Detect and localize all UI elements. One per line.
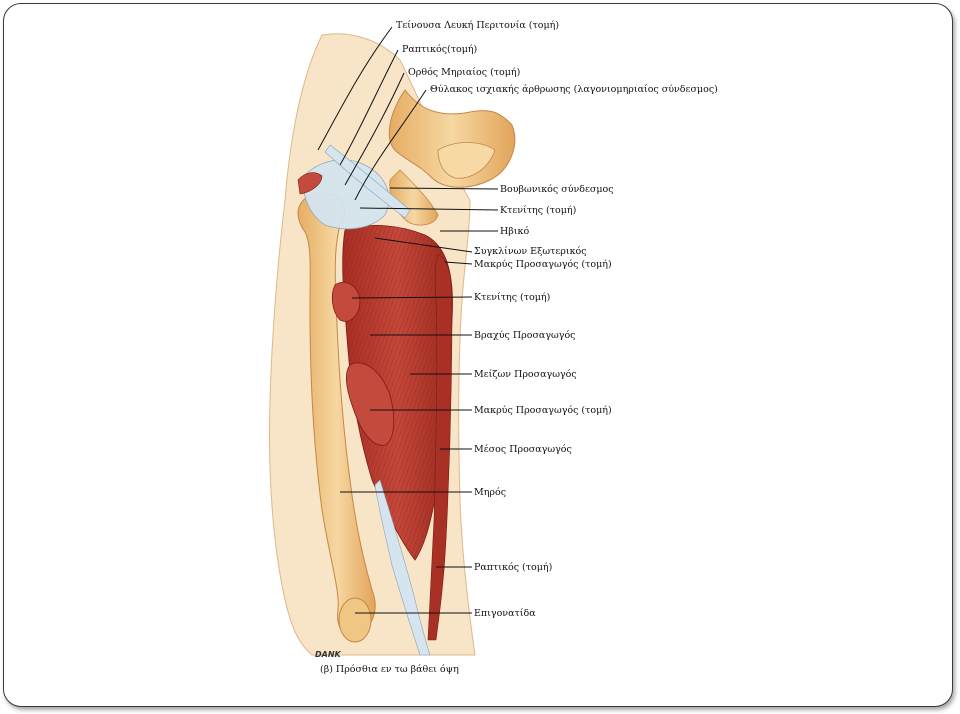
label-femur: Μηρός	[474, 487, 506, 498]
label-tensor-fascia-cut: Τείνουσα Λευκή Περιτονία (τομή)	[396, 20, 559, 31]
patella-bone	[338, 597, 372, 643]
pectineus-cut-section	[331, 281, 361, 322]
muscle-fiber-texture	[342, 225, 453, 560]
label-pubic: Ηβικό	[500, 226, 529, 237]
label-pectineus-cut-lower: Κτενίτης (τομή)	[474, 292, 550, 303]
leader-lines	[317, 26, 499, 614]
knee-tendons	[374, 479, 431, 656]
adductor-longus-cut-section	[346, 362, 395, 446]
label-adductor-longus-cut-upper: Μακρύς Προσαγωγός (τομή)	[474, 259, 612, 270]
label-adductor-longus-cut-lower: Μακρύς Προσαγωγός (τομή)	[474, 405, 612, 416]
gracilis-muscle	[427, 254, 453, 641]
figure-caption: (β) Πρόσθια εν τω βάθει όψη	[320, 664, 459, 675]
label-adductor-magnus: Μείζων Προσαγωγός	[474, 369, 577, 380]
cut-tendon-red	[297, 172, 323, 195]
label-obturator-externus: Συγκλίνων Εξωτερικός	[474, 246, 587, 257]
inguinal-ligament-band	[324, 144, 411, 219]
label-rectus-femoris-cut: Ορθός Μηριαίος (τομή)	[408, 67, 520, 78]
label-patella: Επιγονατίδα	[474, 608, 536, 619]
label-hip-capsule: Θύλακος ισχιακής άρθρωσης (λαγονιομηριαί…	[430, 84, 718, 95]
sacrum-bone	[437, 142, 496, 179]
label-adductor-medius: Μέσος Προσαγωγός	[474, 444, 572, 455]
label-sartorius-cut-top: Ραπτικός(τομή)	[402, 44, 477, 55]
label-sartorius-cut-bottom: Ραπτικός (τομή)	[474, 562, 552, 573]
label-pectineus-cut-upper: Κτενίτης (τομή)	[500, 205, 576, 216]
label-inguinal-ligament: Βουβωνικός σύνδεσμος	[500, 184, 614, 195]
artist-signature: DANK	[315, 650, 342, 659]
label-adductor-brevis: Βραχύς Προσαγωγός	[474, 330, 576, 341]
